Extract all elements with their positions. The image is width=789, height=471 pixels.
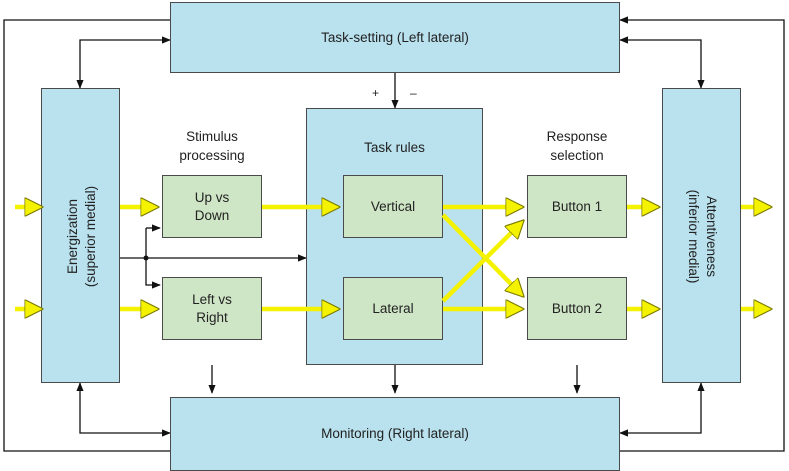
monitoring-attentiveness-connector	[619, 382, 705, 437]
lateral-box: Lateral	[343, 277, 443, 340]
lateral-label: Lateral	[372, 300, 414, 316]
task-setting-label: Task-setting (Left lateral)	[321, 29, 469, 45]
attentiveness-box: Attentiveness (inferior medial)	[662, 88, 741, 383]
minus-sign: –	[410, 86, 417, 100]
left-vs-right-box: Left vs Right	[162, 277, 262, 340]
energization-stimulus-branch	[145, 228, 161, 289]
lateral-button1-arrow	[441, 225, 519, 303]
vertical-box: Vertical	[343, 175, 443, 238]
up-vs-down-box: Up vs Down	[162, 175, 262, 238]
vertical-button2-arrow	[441, 213, 519, 292]
response-selection-caption: Response selection	[546, 129, 608, 163]
up-vs-down-label: Up vs Down	[194, 189, 230, 223]
energization-box: Energization (superior medial)	[41, 88, 120, 383]
outer-loop-right-connector	[619, 16, 785, 452]
vertical-label: Vertical	[370, 198, 416, 214]
task-setting-box: Task-setting (Left lateral)	[170, 2, 620, 73]
left-vs-right-label: Left vs Right	[192, 291, 232, 325]
plus-sign: +	[372, 86, 380, 100]
tasksetting-attentiveness-connector	[619, 36, 705, 89]
monitoring-box: Monitoring (Right lateral)	[170, 397, 620, 471]
outer-loop-left-connector	[3, 19, 170, 452]
button1-label: Button 1	[551, 198, 603, 214]
junction-dot	[143, 255, 149, 261]
button2-label: Button 2	[551, 300, 603, 316]
button2-box: Button 2	[527, 277, 627, 340]
monitoring-energization-connector	[76, 382, 171, 437]
tasksetting-energization-connector	[76, 36, 171, 89]
stimulus-processing-caption: Stimulus processing	[179, 129, 245, 163]
button1-box: Button 1	[527, 175, 627, 238]
monitoring-label: Monitoring (Right lateral)	[321, 426, 469, 442]
task-rules-label: Task rules	[364, 140, 425, 156]
